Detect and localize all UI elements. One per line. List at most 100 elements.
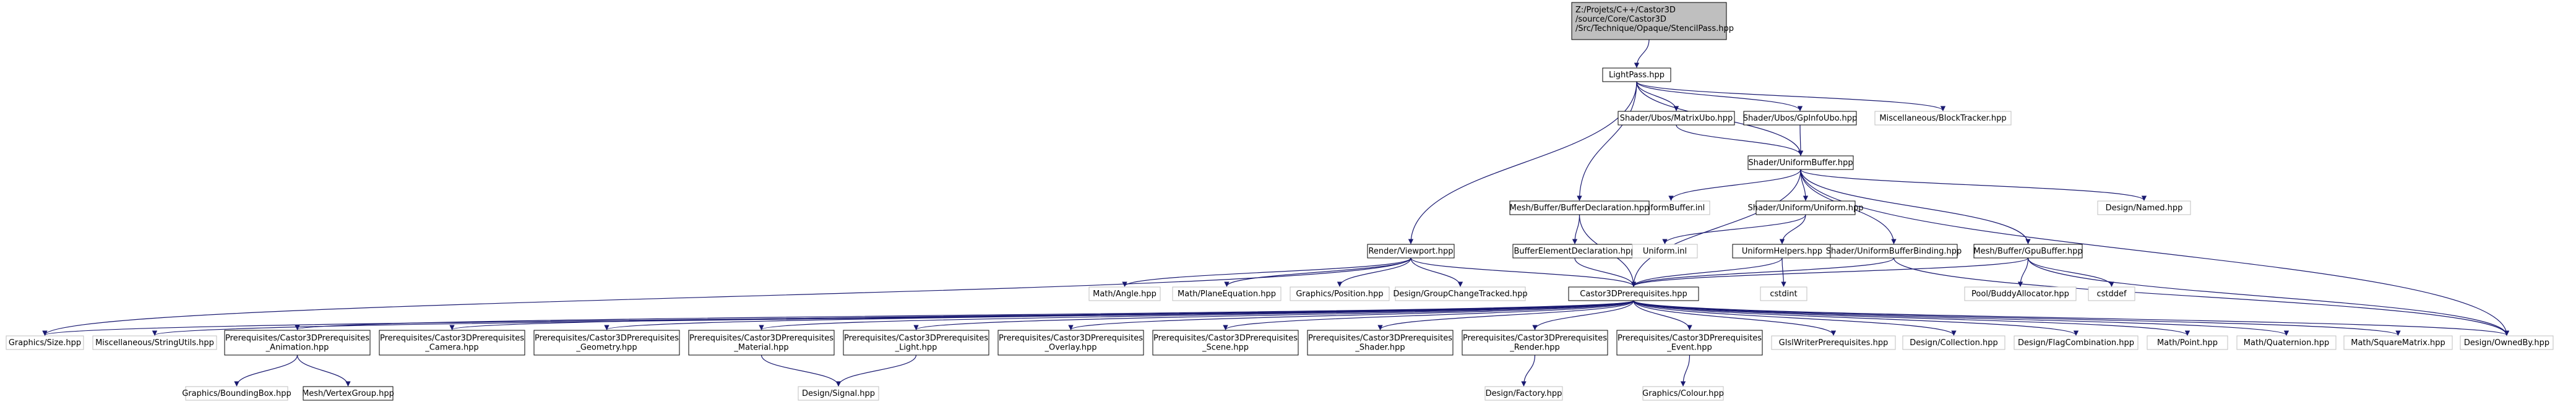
edge-prereq-to-collection [1633, 300, 1957, 336]
node-vertexgroup[interactable]: Mesh/VertexGroup.hpp [302, 386, 394, 401]
edge-prereq_render-to-factory [1521, 354, 1536, 387]
edge-prereq-to-prereq_camera [449, 300, 1634, 330]
edge-uniformbuffer-to-named [1800, 169, 2147, 201]
node-box [6, 335, 84, 350]
node-prereq-event[interactable]: Prerequisites/Castor3DPrerequisites_Even… [1616, 330, 1763, 356]
node-box [1152, 330, 1299, 356]
edge-uniformbuffer-to-prereq [1630, 169, 1801, 287]
node-box [1367, 244, 1455, 259]
node-signal: Design/Signal.hpp [798, 386, 879, 401]
node-box [1509, 200, 1650, 215]
node-label: Z:/Projets/C++/Castor3D [1575, 6, 1676, 15]
node-label: _Material.hpp [733, 343, 788, 353]
node-box [1874, 111, 2012, 126]
node-viewport[interactable]: Render/Viewport.hpp [1367, 244, 1455, 259]
node-prereq-light[interactable]: Prerequisites/Castor3DPrerequisites_Ligh… [843, 330, 989, 356]
node-uniformhelpers[interactable]: UniformHelpers.hpp [1732, 244, 1832, 259]
edge-uniform-to-uniforminl [1662, 214, 1806, 244]
node-label: Prerequisites/Castor3DPrerequisites [225, 334, 369, 343]
node-boundingbox: Graphics/BoundingBox.hpp [182, 386, 291, 401]
node-uniformbufferinl: UniformBuffer.inl [1632, 200, 1710, 215]
node-label: Miscellaneous/StringUtils.hpp [95, 338, 214, 348]
node-root[interactable]: Z:/Projets/C++/Castor3D/source/Core/Cast… [1571, 2, 1734, 40]
edge-prereq_anim-to-boundingbox [234, 354, 298, 387]
edge-prereq-to-flagcomb [1633, 300, 2079, 336]
node-bufferdecl[interactable]: Mesh/Buffer/BufferDeclaration.hpp [1509, 200, 1650, 215]
node-box [303, 386, 394, 401]
node-uniformbuffer[interactable]: Shader/UniformBuffer.hpp [1747, 155, 1854, 170]
edge-lightpass-to-matrixubo [1636, 81, 1679, 111]
node-box [997, 330, 1144, 356]
node-bufferelemdecl[interactable]: BufferElementDeclaration.hpp [1512, 244, 1637, 259]
node-gpinfoubo[interactable]: Shader/Ubos/GpInfoUbo.hpp [1743, 111, 1858, 126]
node-matrixubo[interactable]: Shader/Ubos/MatrixUbo.hpp [1618, 111, 1735, 126]
node-label: BufferElementDeclaration.hpp [1514, 247, 1635, 256]
edge-uniformbuffer-to-uniformbufferinl [1668, 169, 1801, 201]
node-label: Design/GroupChangeTracked.hpp [1393, 289, 1527, 299]
node-cstdint: cstdint [1760, 286, 1807, 301]
node-prereq-camera[interactable]: Prerequisites/Castor3DPrerequisites_Came… [379, 330, 525, 356]
node-box [2343, 335, 2453, 350]
node-label: Prerequisites/Castor3DPrerequisites [1308, 334, 1452, 343]
node-box [1462, 330, 1608, 356]
node-gpubuffer[interactable]: Mesh/Buffer/GpuBuffer.hpp [1973, 244, 2083, 259]
node-prereq-scene[interactable]: Prerequisites/Castor3DPrerequisites_Scen… [1152, 330, 1299, 356]
edge-viewport-to-groupchange [1410, 257, 1463, 287]
node-collection: Design/Collection.hpp [1902, 335, 2005, 350]
node-squarematrix: Math/SquareMatrix.hpp [2343, 335, 2453, 350]
node-box [798, 386, 879, 401]
node-box [1830, 244, 1958, 259]
node-prereq-render[interactable]: Prerequisites/Castor3DPrerequisites_Rend… [1462, 330, 1608, 356]
node-prereq-overlay[interactable]: Prerequisites/Castor3DPrerequisites_Over… [997, 330, 1144, 356]
node-label: Math/SquareMatrix.hpp [2351, 338, 2445, 348]
node-uniformbufferbinding[interactable]: Shader/UniformBufferBinding.hpp [1826, 244, 1962, 259]
node-size: Graphics/Size.hpp [6, 335, 84, 350]
node-uniform[interactable]: Shader/Uniform/Uniform.hpp [1747, 200, 1864, 215]
node-box [2460, 335, 2554, 350]
node-box [1632, 244, 1698, 259]
edge-bufferdecl-to-bufferelemdecl [1572, 214, 1580, 244]
node-box [224, 330, 371, 356]
node-prereq-anim[interactable]: Prerequisites/Castor3DPrerequisites_Anim… [224, 330, 371, 356]
edge-prereq-to-prereq_event [1633, 300, 1692, 330]
edge-gpubuffer-to-prereq [1631, 257, 2029, 287]
node-label: UniformBuffer.inl [1637, 204, 1705, 213]
node-box [1771, 335, 1896, 350]
node-label: Design/Collection.hpp [1910, 338, 1997, 348]
node-label: _Overlay.hpp [1044, 343, 1096, 353]
edge-uniformhelpers-to-cstdint [1781, 257, 1786, 287]
node-prereq[interactable]: Castor3DPrerequisites.hpp [1568, 286, 1699, 301]
node-prereq-mat[interactable]: Prerequisites/Castor3DPrerequisites_Mate… [688, 330, 835, 356]
node-label: LightPass.hpp [1609, 71, 1665, 80]
node-label: /source/Core/Castor3D [1575, 15, 1666, 24]
node-box [92, 335, 217, 350]
edge-uniformhelpers-to-prereq [1630, 257, 1783, 287]
node-box [1618, 111, 1735, 126]
node-label: Shader/Uniform/Uniform.hpp [1747, 204, 1863, 213]
node-label: Prerequisites/Castor3DPrerequisites [689, 334, 834, 343]
node-label: Prerequisites/Castor3DPrerequisites [380, 334, 524, 343]
edge-uniform-to-uniformhelpers [1779, 214, 1806, 244]
edge-prereq-to-prereq_scene [1223, 300, 1634, 330]
node-prereq-shader[interactable]: Prerequisites/Castor3DPrerequisites_Shad… [1307, 330, 1454, 356]
node-label: Prerequisites/Castor3DPrerequisites [535, 334, 679, 343]
node-point: Math/Point.hpp [2147, 335, 2228, 350]
node-box [2147, 335, 2228, 350]
node-label: UniformHelpers.hpp [1742, 247, 1822, 256]
node-label: Prerequisites/Castor3DPrerequisites [1153, 334, 1298, 343]
node-box [533, 330, 680, 356]
node-label: _Event.hpp [1666, 343, 1712, 353]
node-groupchange: Design/GroupChangeTracked.hpp [1393, 286, 1528, 301]
edge-prereq-to-prereq_render [1532, 300, 1634, 330]
node-box [1290, 286, 1390, 301]
node-prereq-geom[interactable]: Prerequisites/Castor3DPrerequisites_Geom… [533, 330, 680, 356]
node-lightpass[interactable]: LightPass.hpp [1602, 67, 1671, 82]
node-box [2088, 286, 2135, 301]
node-label: Graphics/BoundingBox.hpp [182, 389, 291, 398]
edge-viewport-to-angle [1122, 257, 1411, 287]
node-planeeq: Math/PlaneEquation.hpp [1172, 286, 1282, 301]
edge-prereq_light-to-signal [835, 354, 917, 387]
edge-lightpass-to-blocktracker [1636, 81, 1946, 111]
edge-gpubuffer-to-buddyalloc [2017, 257, 2029, 287]
